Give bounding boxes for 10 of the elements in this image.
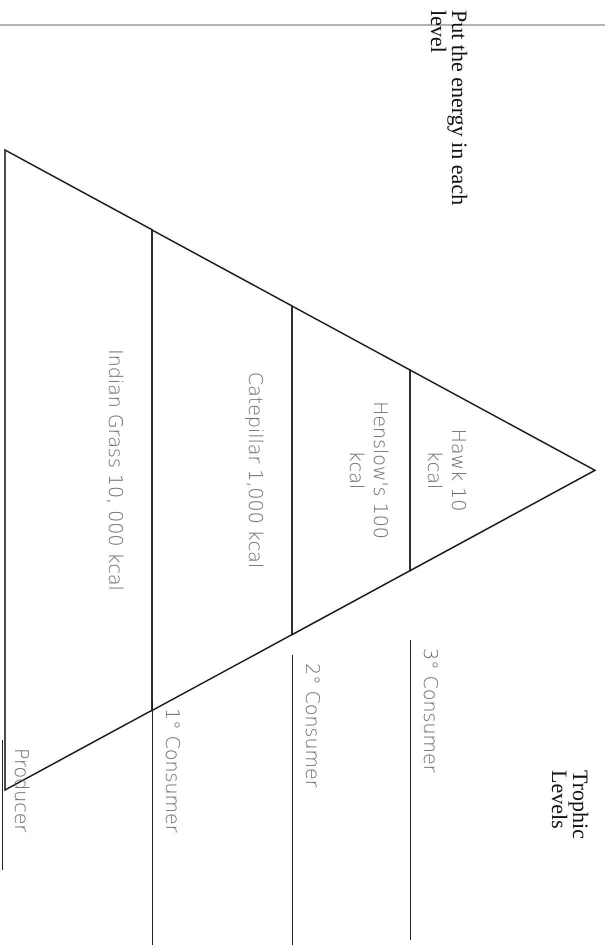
- level-label: Hawk 10 kcal: [422, 428, 470, 514]
- heading: Trophic Levels: [547, 770, 591, 841]
- level-label: Indian Grass 10, 000 kcal: [103, 348, 127, 593]
- level-label: Henslow's 100 kcal: [344, 400, 392, 541]
- level-label: Catepillar 1,000 kcal: [243, 370, 267, 570]
- fill-in-line: 2° Consumer: [292, 655, 327, 945]
- fill-in-line: 1° Consumer: [152, 700, 187, 945]
- instruction-text: Put the energy in each level: [425, 10, 470, 208]
- fill-in-line: Producer: [2, 740, 35, 870]
- fill-in-line: 3° Consumer: [410, 640, 445, 940]
